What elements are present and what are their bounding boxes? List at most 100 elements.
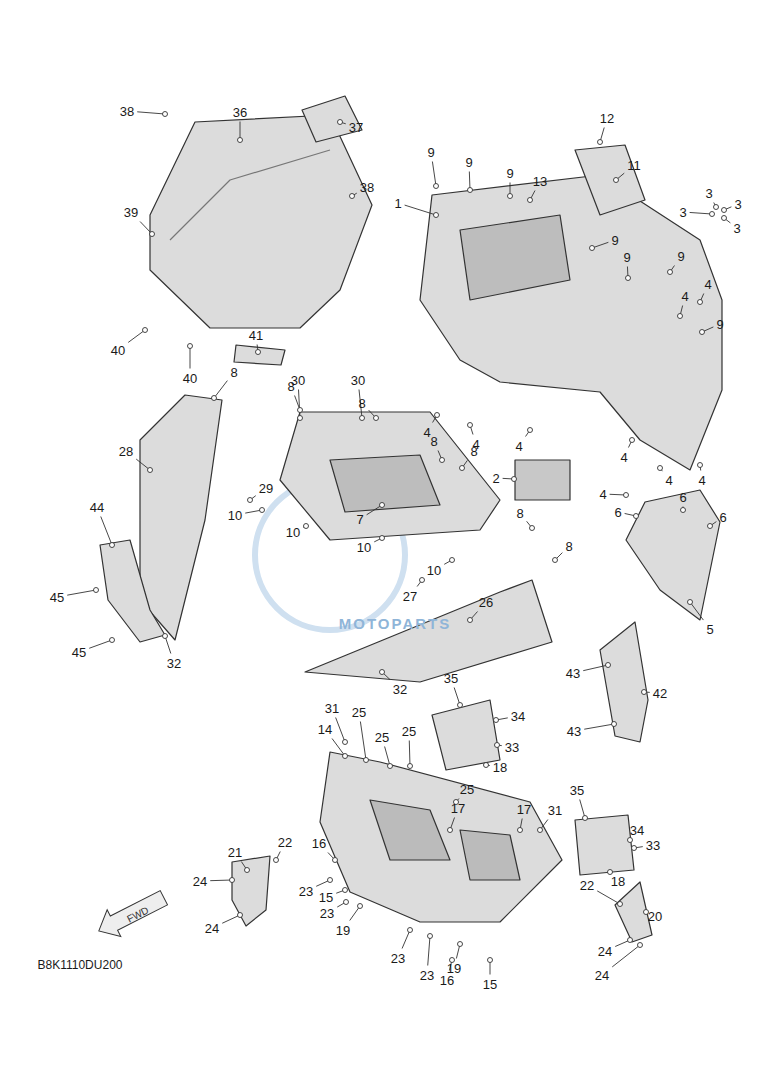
fastener-dot [590,246,595,251]
leader-line [101,517,112,546]
leader-line [89,640,112,648]
fastener-dot [143,328,148,333]
fastener-dot [714,205,719,210]
fastener-dot [274,858,279,863]
callout-number: 8 [430,435,437,448]
fastener-dot [553,558,558,563]
callout-number: 4 [423,426,430,439]
fastener-dot [606,663,611,668]
fastener-dot [248,498,253,503]
fastener-dot [238,138,243,143]
callout-number: 20 [648,910,662,923]
callout-number: 4 [620,451,627,464]
fastener-dot [700,330,705,335]
callout-number: 15 [483,978,497,991]
callout-number: 41 [249,329,263,342]
callout-number: 8 [358,397,365,410]
leader-line [405,205,436,215]
fastener-dot [374,416,379,421]
left-guard [100,540,165,642]
hood-cover [302,96,362,142]
fastener-dot [450,558,455,563]
panel-plate [515,460,570,500]
fastener-dot [148,468,153,473]
fastener-dot [163,112,168,117]
fastener-dot [528,428,533,433]
fastener-dot [614,178,619,183]
fastener-dot [508,194,513,199]
leader-line [332,739,345,757]
fastener-dot [634,514,639,519]
fastener-dot [333,858,338,863]
callout-number: 44 [90,501,104,514]
fastener-dot [512,477,517,482]
fastener-dot [698,463,703,468]
fastener-dot [460,466,465,471]
callout-number: 4 [599,488,606,501]
fastener-dot [343,888,348,893]
leader-line [214,381,227,398]
right-side-cover [305,580,552,682]
fastener-dot [518,828,523,833]
fastener-dot [212,396,217,401]
fastener-dot [626,276,631,281]
fastener-dot [658,466,663,471]
callout-number: 25 [375,731,389,744]
fastener-dot [163,634,168,639]
callout-number: 19 [336,924,350,937]
callout-number: 4 [472,438,479,451]
fastener-dot [364,758,369,763]
fastener-dot [722,208,727,213]
callout-number: 16 [440,974,454,987]
fwd-arrow [92,884,171,944]
leader-line [67,590,96,595]
leader-line [409,741,411,767]
fastener-dot [256,350,261,355]
callout-number: 3 [679,206,686,219]
callout-number: 24 [595,969,609,982]
fastener-dot [380,670,385,675]
callout-number: 24 [598,945,612,958]
callout-number: 28 [119,445,133,458]
fastener-dot [94,588,99,593]
fastener-dot [495,743,500,748]
fastener-dot [304,524,309,529]
watermark: MOTOPARTS [339,616,451,631]
fastener-dot [494,718,499,723]
right-guard [600,622,648,742]
leader-line [583,665,608,671]
callout-number: 9 [427,146,434,159]
fastener-dot [698,300,703,305]
callout-number: 38 [120,105,134,118]
fastener-dot [710,212,715,217]
fastener-dot [632,846,637,851]
fastener-dot [408,764,413,769]
callout-number: 34 [511,710,525,723]
callout-number: 5 [706,623,713,636]
callout-number: 32 [167,657,181,670]
callout-number: 8 [287,380,294,393]
callout-number: 1 [394,197,401,210]
fastener-dot [530,526,535,531]
diagram-code: B8K1110DU200 [38,959,123,971]
fastener-dot [624,493,629,498]
fastener-dot [458,703,463,708]
fastener-dot [435,413,440,418]
callout-number: 32 [393,683,407,696]
fastener-dot [338,120,343,125]
callout-number: 29 [259,482,273,495]
leader-line [612,945,640,967]
fastener-dot [380,536,385,541]
callout-number: 39 [124,206,138,219]
leader-line [402,930,410,949]
fastener-dot [681,508,686,513]
callout-number: 33 [646,839,660,852]
callout-number: 7 [356,513,363,526]
fastener-dot [260,508,265,513]
fastener-dot [638,943,643,948]
fastener-dot [298,408,303,413]
leader-line [690,212,712,214]
fastener-dot [612,722,617,727]
callout-number: 6 [719,511,726,524]
callout-number: 9 [465,156,472,169]
